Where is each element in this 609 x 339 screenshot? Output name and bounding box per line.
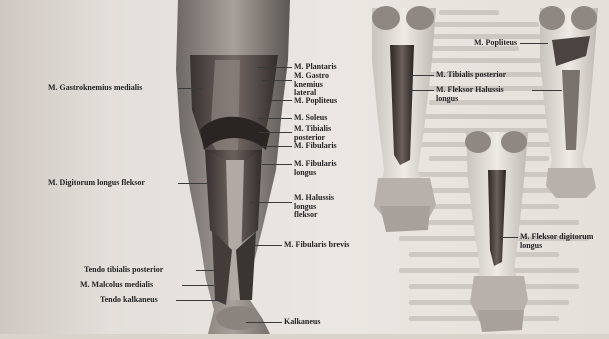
leader-popliteus-right xyxy=(520,43,548,44)
leader-digitorum xyxy=(178,183,212,184)
leader-fleksor-digitorum xyxy=(500,237,518,238)
label-gastro-lateral: M. Gastro knemius lateral xyxy=(294,72,329,98)
leader-tibialis-left xyxy=(258,132,292,133)
leader-popliteus-left xyxy=(266,100,292,101)
leader-gastro-lateral xyxy=(262,80,292,81)
leader-plantaris xyxy=(258,67,292,68)
leader-tendo-tibialis xyxy=(196,270,216,271)
deep-leg-2 xyxy=(539,6,598,198)
leader-kalkaneus xyxy=(246,322,282,323)
label-fleksor-halussis: M. Fleksor Halussis longus xyxy=(436,86,504,103)
leader-fibularis-longus xyxy=(262,164,292,165)
label-tendo-tibialis: Tendo tibialis posterior xyxy=(84,266,163,275)
label-popliteus-left: M. Popliteus xyxy=(294,97,337,106)
label-fibularis-brevis: M. Fibularis brevis xyxy=(284,241,349,250)
leader-soleus xyxy=(258,118,292,119)
label-fleksor-digitorum: M. Fleksor digitorum longus xyxy=(520,233,593,250)
label-malcolus-medialis: M. Malcolus medialis xyxy=(80,281,153,290)
leader-fibularis-brevis xyxy=(252,245,282,246)
leader-malcolus xyxy=(182,285,214,286)
label-digitorum-longus: M. Digitorum longus fleksor xyxy=(48,179,145,188)
leader-fibularis xyxy=(262,146,292,147)
leader-gastro-medialis xyxy=(178,88,202,89)
label-tibialis-posterior-left: M. Tibialis posterior xyxy=(294,125,331,142)
label-halussis-longus: M. Halussis longus fleksor xyxy=(294,194,334,220)
leader-halussis xyxy=(250,202,292,203)
label-soleus: M. Soleus xyxy=(294,114,327,123)
label-fibularis: M. Fibularis xyxy=(294,142,337,151)
label-tendo-kalkaneus: Tendo kalkaneus xyxy=(100,296,158,305)
label-fibularis-longus: M. Fibularis longus xyxy=(294,160,337,177)
label-kalkaneus: Kalkaneus xyxy=(284,318,320,327)
leader-tendo-kalkaneus xyxy=(176,300,226,301)
main-leg xyxy=(176,0,290,334)
deep-leg-1 xyxy=(372,6,436,232)
label-tibialis-posterior-mid: M. Tibialis posterior xyxy=(436,71,506,80)
leader-tibialis-mid xyxy=(410,75,434,76)
leader-fleksor-halussis xyxy=(410,90,434,91)
deep-leg-3 xyxy=(465,131,528,332)
leader-fleksor-halussis-right xyxy=(532,90,562,91)
label-gastro-medialis: M. Gastroknemius medialis xyxy=(48,84,142,93)
label-popliteus-right: M. Popliteus xyxy=(474,39,517,48)
